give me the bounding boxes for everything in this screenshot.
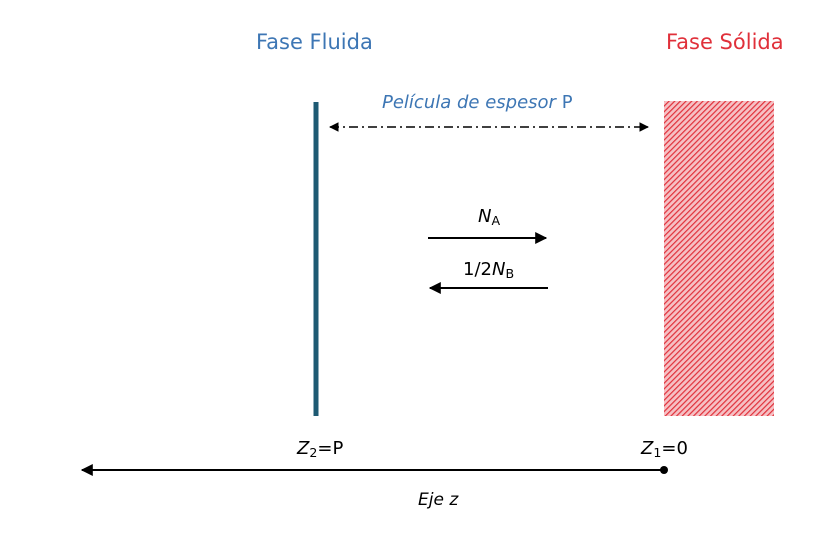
z2-subscript: 2 — [309, 445, 318, 461]
film-thickness-label: Película de espesor P — [382, 92, 573, 113]
solid-phase-title: Fase Sólida — [666, 30, 784, 54]
z2-symbol: Z — [297, 438, 310, 459]
film-label-text: Película de espesor — [382, 92, 562, 113]
z2-position-label: Z2=P — [297, 438, 343, 459]
z-axis-label: Eje z — [418, 490, 459, 510]
flux-a-subscript: A — [491, 213, 501, 229]
solid-phase-block — [664, 101, 774, 416]
z1-value: =0 — [661, 438, 688, 459]
flux-a-symbol: N — [478, 206, 492, 227]
flux-b-label: 1/2NB — [463, 259, 514, 280]
z-axis-origin-dot — [660, 466, 668, 474]
flux-b-coefficient: 1/2 — [463, 259, 492, 280]
z1-position-label: Z1=0 — [641, 438, 688, 459]
flux-b-symbol: N — [491, 259, 506, 280]
flux-b-subscript: B — [505, 266, 515, 282]
film-label-symbol: P — [561, 92, 573, 113]
z1-subscript: 1 — [653, 445, 662, 461]
fluid-phase-title: Fase Fluida — [256, 30, 373, 54]
flux-a-label: NA — [478, 206, 500, 227]
z2-value: =P — [317, 438, 344, 459]
z1-symbol: Z — [641, 438, 654, 459]
